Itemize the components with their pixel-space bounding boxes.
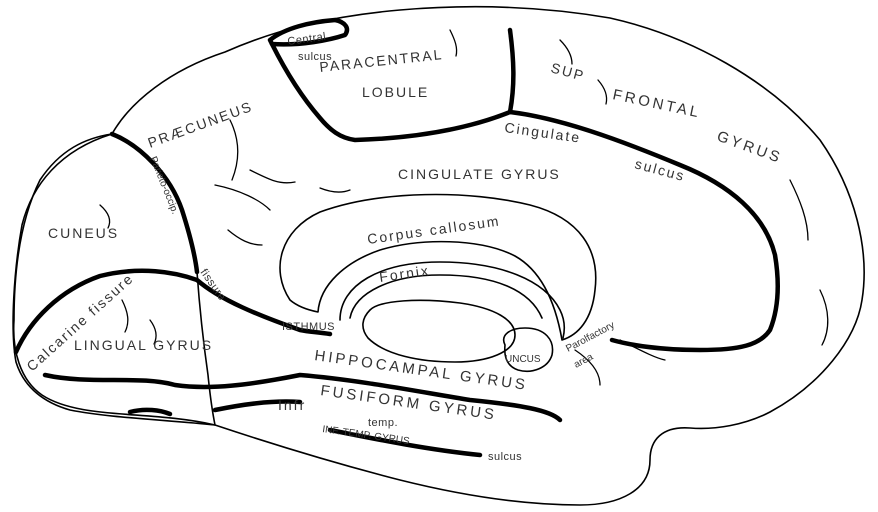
inferior-temporal-sulcus-3 — [127, 407, 173, 417]
svg-text:sulcus: sulcus — [298, 51, 332, 63]
minor-line-8 — [789, 179, 809, 241]
fornix-outline — [339, 261, 566, 339]
minor-line-13 — [574, 349, 601, 386]
minor-line-3 — [249, 169, 296, 184]
label-isthmus: ISTHMUS — [282, 321, 335, 333]
inferior-temporal-sulcus-1 — [212, 399, 303, 413]
svg-text:Parolfactory: Parolfactory — [564, 320, 616, 355]
label-parieto-occip: Parieto-occip. — [147, 155, 180, 216]
svg-text:Central: Central — [287, 31, 327, 48]
svg-text:PARACENTRAL: PARACENTRAL — [319, 46, 444, 75]
minor-line-4 — [227, 229, 263, 246]
label-parolfactory-area: Parolfactory area — [564, 320, 616, 371]
minor-line-5 — [319, 187, 351, 193]
calcarine-fissure — [13, 268, 333, 355]
label-sup-frontal-gyrus: SUP FRONTAL GYRUS — [549, 59, 784, 167]
label-central-sulcus: Central sulcus — [287, 31, 332, 63]
label-sulcus-lower: sulcus — [488, 451, 522, 463]
minor-line-11 — [121, 299, 129, 333]
svg-text:GYRUS: GYRUS — [715, 128, 785, 167]
label-temp: temp. — [368, 417, 398, 429]
minor-line-15 — [449, 29, 458, 57]
minor-line-6 — [559, 39, 573, 65]
label-uncus: UNCUS — [505, 354, 541, 365]
minor-line-9 — [819, 289, 829, 346]
marginal-sulcus — [269, 41, 513, 143]
svg-text:FRONTAL: FRONTAL — [611, 86, 702, 121]
label-infr: Infr — [278, 397, 306, 413]
uncus-outline — [503, 327, 554, 372]
label-praecuneus: PRÆCUNEUS — [146, 98, 255, 151]
central-sulcus-loop — [267, 17, 350, 47]
svg-text:sulcus: sulcus — [633, 155, 687, 184]
parieto-occipital-fissure — [109, 131, 200, 275]
minor-line-14 — [619, 339, 666, 361]
svg-text:LOBULE: LOBULE — [362, 84, 429, 100]
minor-line-10 — [99, 204, 111, 229]
collateral-sulcus — [42, 372, 563, 423]
paracentral-sulcus — [507, 27, 516, 115]
label-paracentral-lobule: PARACENTRAL LOBULE — [319, 46, 444, 100]
label-lingual-gyrus: LINGUAL GYRUS — [74, 337, 213, 353]
label-fornix: Fornix — [378, 262, 431, 285]
label-cingulate-gyrus: CINGULATE GYRUS — [398, 166, 561, 182]
inferior-temporal-sulcus-2 — [327, 427, 483, 458]
label-cuneus: CUNEUS — [48, 225, 119, 241]
svg-text:SUP: SUP — [549, 59, 587, 83]
lateral-ventricle — [362, 299, 516, 363]
hemisphere-outline — [12, 5, 865, 506]
minor-line-2 — [214, 184, 271, 211]
minor-line-1 — [229, 119, 239, 181]
corpus-callosum-outline — [279, 193, 597, 341]
minor-line-7 — [597, 79, 608, 105]
minor-line-12 — [149, 319, 157, 345]
fornix-inner — [349, 274, 543, 319]
svg-text:area: area — [572, 351, 595, 370]
cingulate-sulcus — [507, 109, 780, 353]
